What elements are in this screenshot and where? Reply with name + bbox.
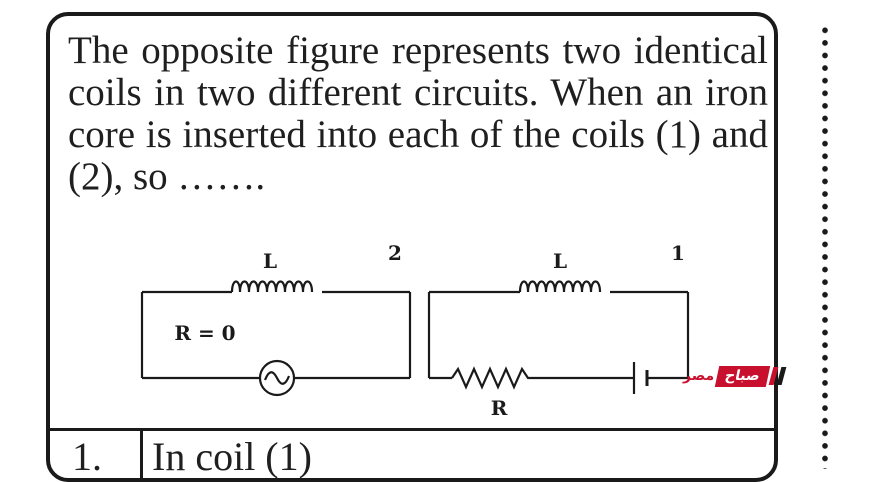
answer-divider [140,431,143,478]
answer-text: In coil (1) [152,434,312,479]
battery-icon [632,362,649,394]
circuit-diagram: L 2 R = 0 L 1 R [140,241,690,420]
dotted-separator [818,24,832,469]
resistor-label: R [491,396,508,420]
circuit-number-2: 2 [388,241,402,265]
answer-number: 1. [72,434,102,479]
watermark-word-2: مصر [683,368,715,384]
question-text: The opposite figure represents two ident… [68,29,768,198]
resistance-zero-label: R = 0 [174,321,235,345]
resistor-icon [451,366,532,390]
coil-icon-circuit-1 [518,280,602,293]
question-card: The opposite figure represents two ident… [46,12,778,482]
circuit-1-wires [427,290,690,380]
watermark-word-1: صباح [714,365,770,387]
coil-label-circuit-1: L [553,249,567,273]
logo-bars-icon [768,367,787,385]
coil-icon-circuit-2 [230,280,314,293]
watermark-logo: صباح مصر [683,362,787,390]
circuit-number-1: 1 [671,241,685,265]
answer-row: 1. In coil (1) [50,428,774,479]
ac-source-icon [258,359,296,397]
coil-label-circuit-2: L [263,249,277,273]
circuit-2-wires [140,290,412,380]
